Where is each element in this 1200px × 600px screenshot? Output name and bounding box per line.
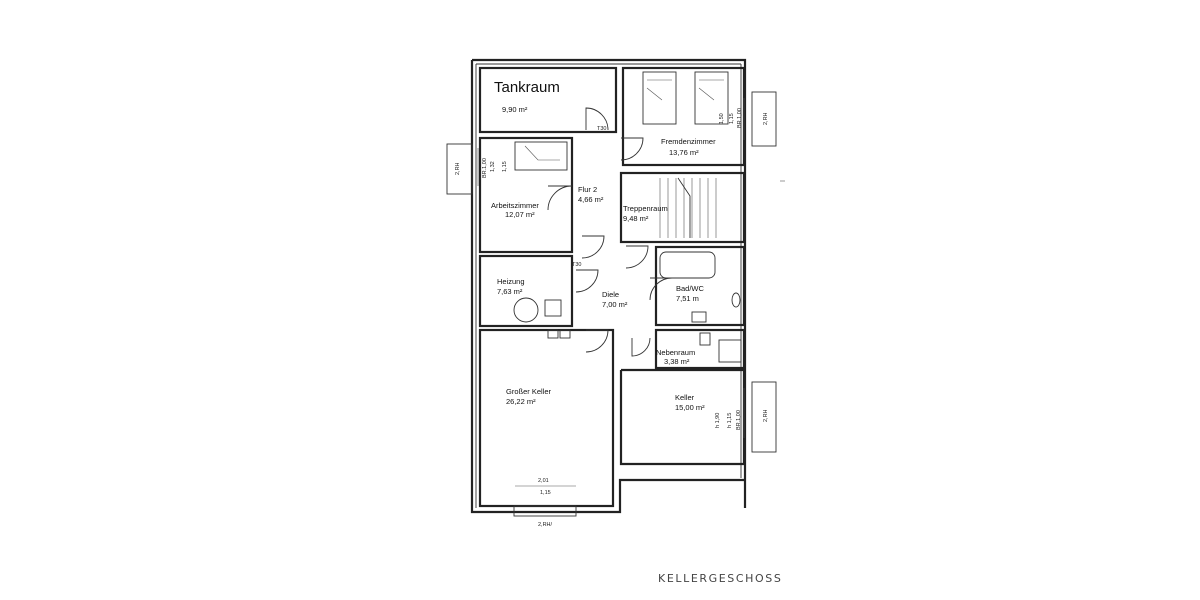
door-ratings: T30 T30 xyxy=(572,126,606,268)
room-area-fremdenzimmer: 13,76 m² xyxy=(669,148,699,157)
door-heizung xyxy=(575,269,599,293)
tank xyxy=(544,299,562,317)
door-grosser-keller xyxy=(585,329,609,353)
desk xyxy=(514,141,568,171)
bed-1 xyxy=(642,71,677,125)
light-wells xyxy=(446,91,777,517)
light-well-arbeitszimmer xyxy=(446,143,473,195)
dim-arbeits-a: BR.1,00 xyxy=(482,158,488,178)
light-well-fremdenzimmer xyxy=(751,91,777,147)
door-tankraum xyxy=(585,107,609,131)
room-name-treppenraum: Treppenraum xyxy=(623,204,668,213)
dim-fremden-b: 1,15 xyxy=(729,113,735,124)
dim-fremden-lw: 2,RH xyxy=(763,112,769,125)
outer-walls xyxy=(470,58,747,514)
dim-gross-lw: 2,RH/ xyxy=(538,522,553,528)
dim-fremden-c: BR.1,00 xyxy=(737,108,743,128)
dim-gross-b: 1,15 xyxy=(540,490,551,496)
room-name-badwc: Bad/WC xyxy=(676,284,705,293)
dim-arbeits-c: 1,15 xyxy=(502,161,508,172)
light-well-keller xyxy=(751,381,777,453)
sink xyxy=(691,311,707,323)
shower xyxy=(718,339,742,363)
bed-2 xyxy=(694,71,729,125)
room-area-grosser-keller: 26,22 m² xyxy=(506,397,536,406)
stairs xyxy=(659,177,717,238)
door-fremdenzimmer xyxy=(620,137,644,161)
furniture xyxy=(513,71,742,363)
bathtub xyxy=(659,251,716,279)
door-arbeitszimmer xyxy=(547,185,573,211)
boiler xyxy=(513,297,539,323)
dim-keller-b: h 1,15 xyxy=(727,413,733,428)
room-area-arbeitszimmer: 12,07 m² xyxy=(505,210,535,219)
room-name-arbeitszimmer: Arbeitszimmer xyxy=(491,201,539,210)
door-bad xyxy=(649,277,673,301)
t30-label-mid: T30 xyxy=(572,262,581,268)
dimension-texts: 1,50 1,15 BR.1,00 2,RH BR.1,00 1,32 1,15… xyxy=(455,108,769,528)
toilet xyxy=(731,292,741,308)
dim-keller-c: BR.1,00 xyxy=(736,410,742,430)
room-area-badwc: 7,51 m xyxy=(676,294,699,303)
room-name-fremdenzimmer: Fremdenzimmer xyxy=(661,137,716,146)
room-name-grosser-keller: Großer Keller xyxy=(506,387,552,396)
dim-keller-a: h 1,90 xyxy=(715,413,721,428)
room-name-diele: Diele xyxy=(602,290,619,299)
room-area-tankraum: 9,90 m² xyxy=(502,105,528,114)
room-area-flur2: 4,66 m² xyxy=(578,195,604,204)
washbasin xyxy=(699,332,711,346)
room-name-keller: Keller xyxy=(675,393,695,402)
dimension-lines xyxy=(477,98,785,487)
interior-walls xyxy=(478,66,746,508)
room-area-nebenraum: 3,38 m² xyxy=(664,357,690,366)
dim-arbeits-b: 1,32 xyxy=(490,161,496,172)
room-area-diele: 7,00 m² xyxy=(602,300,628,309)
doors xyxy=(547,107,673,357)
room-labels: Tankraum 9,90 m² Fremdenzimmer 13,76 m² … xyxy=(491,79,716,412)
door-flur xyxy=(581,235,605,259)
room-name-tankraum: Tankraum xyxy=(494,79,560,96)
room-area-heizung: 7,63 m² xyxy=(497,287,523,296)
door-treppe xyxy=(625,245,649,269)
t30-label-top: T30 xyxy=(597,126,606,132)
floor-caption: KELLERGESCHOSS xyxy=(658,572,783,585)
room-area-keller: 15,00 m² xyxy=(675,403,705,412)
room-name-nebenraum: Nebenraum xyxy=(656,348,695,357)
dim-fremden-a: 1,50 xyxy=(719,113,725,124)
room-area-treppenraum: 9,48 m² xyxy=(623,214,649,223)
light-well-grosser-keller xyxy=(513,505,577,517)
room-name-heizung: Heizung xyxy=(497,277,525,286)
dim-gross-a: 2,01 xyxy=(538,478,549,484)
room-name-flur2: Flur 2 xyxy=(578,185,597,194)
dim-arbeits-lw: 2,RH xyxy=(455,162,461,175)
door-nebenraum xyxy=(631,337,651,357)
dim-keller-lw: 2,RH xyxy=(763,409,769,422)
